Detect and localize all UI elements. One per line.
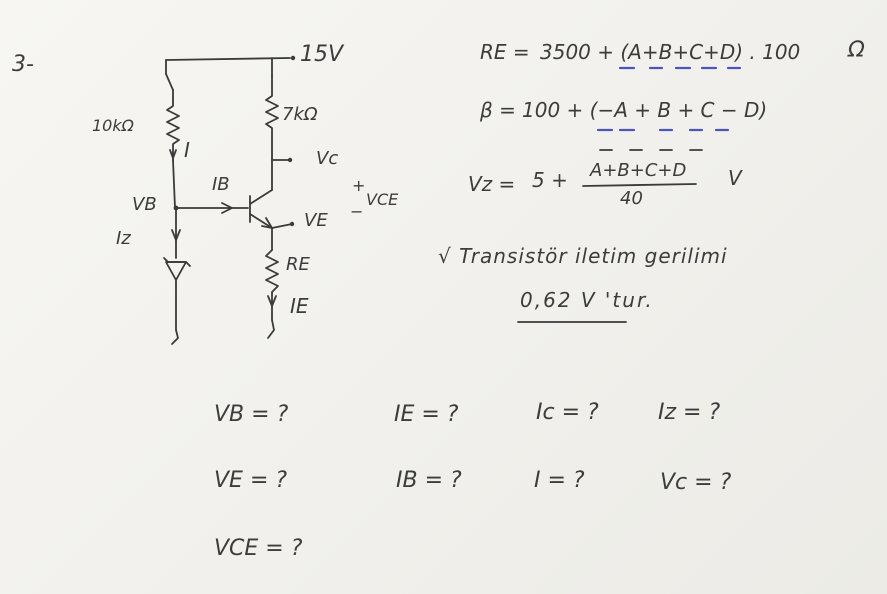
vb-label: VB xyxy=(132,194,157,215)
current-i-label: I xyxy=(184,138,190,162)
beta-equation-rhs: 100 + (−A + B + C − D) xyxy=(522,98,768,122)
supply-terminal xyxy=(290,55,296,61)
question-ic: Ic = ? xyxy=(536,400,599,425)
note-line-2: 0,62 V 'tur. xyxy=(520,288,654,312)
vz-unit: V xyxy=(728,166,742,190)
re-equation-unit: Ω xyxy=(848,38,865,63)
question-ie: IE = ? xyxy=(394,402,459,427)
vc-label: Vc xyxy=(316,148,339,169)
re-label: RE xyxy=(286,254,310,275)
problem-number: 3- xyxy=(12,52,34,77)
emitter-resistor xyxy=(265,249,279,321)
question-ve: VE = ? xyxy=(214,468,288,493)
beta-equation-lhs: β = xyxy=(480,98,516,122)
ie-label: IE xyxy=(290,294,309,318)
note-line-1: √ Transistör iletim gerilimi xyxy=(438,244,728,268)
ground-right xyxy=(267,319,275,339)
supply-rail xyxy=(165,57,291,61)
question-vc: Vc = ? xyxy=(660,470,732,495)
ve-label: VE xyxy=(304,210,328,231)
question-i: I = ? xyxy=(534,468,585,493)
vz-equation-lhs: Vz = xyxy=(468,172,516,196)
vz-equation-term: 5 + xyxy=(532,168,568,192)
left-resistor xyxy=(166,89,180,161)
re-equation-rhs: 3500 + (A+B+C+D) . 100 xyxy=(540,40,801,64)
supply-label: 15V xyxy=(300,42,344,67)
question-vce: VCE = ? xyxy=(214,536,303,561)
collector-resistor xyxy=(265,75,279,161)
ib-label: IB xyxy=(212,174,230,195)
vce-minus-label: − xyxy=(350,202,364,221)
re-equation-lhs: RE = xyxy=(480,40,530,64)
vz-denominator: 40 xyxy=(620,188,643,209)
iz-label: Iz xyxy=(116,228,131,249)
left-resistor-label: 10kΩ xyxy=(92,116,134,135)
collector-resistor-label: 7kΩ xyxy=(282,104,318,125)
question-iz: Iz = ? xyxy=(658,400,721,425)
question-ib: IB = ? xyxy=(396,468,462,493)
question-vb: VB = ? xyxy=(214,402,289,427)
vce-label: VCE xyxy=(366,190,399,209)
ground-left xyxy=(171,329,179,345)
fraction-bar xyxy=(582,183,697,187)
vce-plus-label: + xyxy=(352,176,366,195)
vz-numerator: A+B+C+D xyxy=(590,160,687,181)
